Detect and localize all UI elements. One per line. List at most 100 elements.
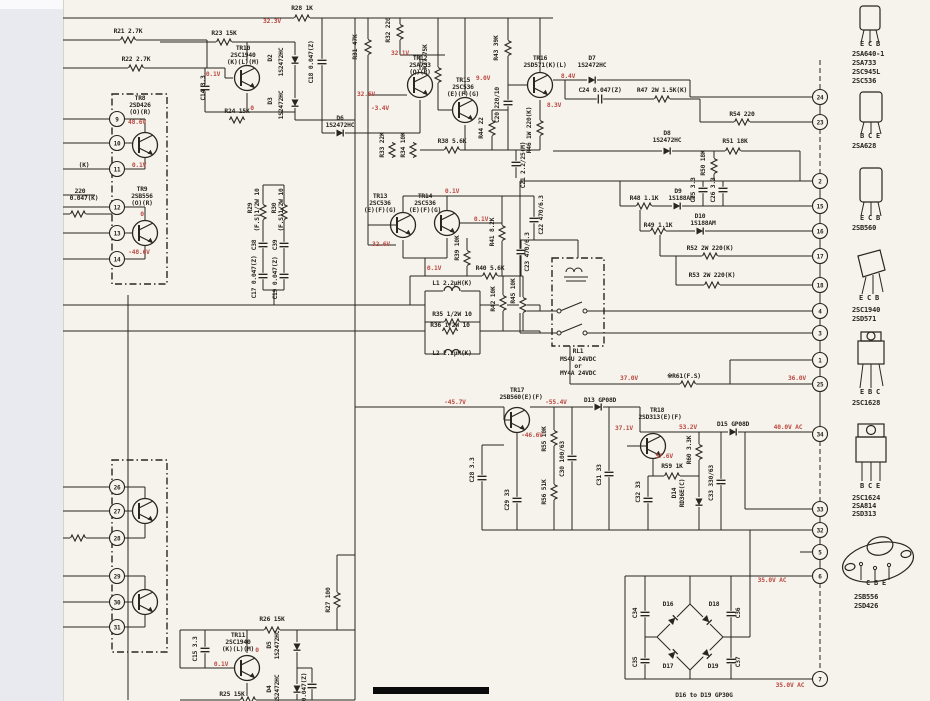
voltage-label: 0.1V [474,216,489,223]
resistor-symbol [549,430,559,446]
terminal-17: 17 [811,247,829,265]
resistor-symbol [734,117,750,127]
component-label: RD36E(C) [679,479,686,508]
component-label: R45 10K [510,278,517,304]
resistor-symbol [279,204,289,220]
component-label: 2SA733 [852,59,876,67]
capacitor-symbol [258,241,268,249]
resistor-symbol [216,37,232,47]
voltage-label: 36.0V [788,375,806,382]
component-label: C25 3.3 [690,177,697,203]
component-label: C30 100/63 [559,441,566,477]
voltage-label: 0.1V [206,71,221,78]
voltage-label: 32.1V [391,50,409,57]
component-label: (K) [79,162,90,169]
voltage-label: -3.4V [371,105,389,112]
terminal-32: 32 [811,521,829,539]
component-label: R37 75K [422,44,429,70]
component-label: C37 [735,656,742,667]
resistor-symbol [408,142,418,158]
voltage-label: 40.0V AC [774,424,803,431]
resistor-symbol [725,146,741,156]
resistor-symbol [387,142,397,158]
component-label: C20 220/10 [494,87,501,123]
terminal-24: 24 [811,88,829,106]
component-label: R59 1K [661,463,683,470]
component-label: (O)(R) [131,200,153,207]
component-label: C14 3.3 [200,75,207,101]
package-to92-2 [859,91,883,135]
diode-symbol [672,201,682,211]
transistor-symbol [639,432,667,460]
voltage-label: 35.0V AC [758,577,787,584]
component-label: ※R61(F.S) [667,372,701,380]
resistor-symbol [518,297,528,313]
component-label: C39 [272,239,279,250]
capacitor-symbol [258,272,268,280]
component-label: 1S188AM [668,195,694,202]
resistor-symbol [702,251,718,261]
component-label: R33 22K [379,132,386,158]
resistor-symbol [636,201,652,211]
terminal-9: 9 [108,110,126,128]
package-slab [857,249,886,295]
component-label: C34 [632,607,639,618]
terminal-23: 23 [811,113,829,131]
component-label: 2SB560(E)(F) [499,394,542,401]
package-to92-1 [859,5,881,44]
component-label: TR18 [650,407,665,414]
voltage-label: 8.4V [561,73,576,80]
component-label: R50 18K [700,150,707,176]
resistor-symbol [128,63,144,73]
terminal-15: 15 [811,197,829,215]
svg-text:4: 4 [818,308,822,315]
voltage-label: 37.1V [615,425,633,432]
component-label: R25 15K [219,691,245,698]
component-label: 2SD571(K)(L) [523,62,566,69]
component-label: D16 [663,601,674,608]
component-label: 2SA814 [852,502,876,510]
package-to220 [855,423,887,481]
component-label: (K)(L)(M) [222,646,254,653]
component-label: R27 100 [325,587,332,613]
voltage-label: 0 [140,211,144,218]
voltage-label: 0.1V [427,265,442,272]
diode-symbol [666,613,680,627]
transistor-symbol [526,71,554,99]
component-label: 2SB560 [852,224,876,232]
capacitor-symbol [604,470,614,478]
component-label: or [574,363,582,370]
inductor-symbol [443,348,461,356]
terminal-2: 2 [811,172,829,190]
capacitor-symbol [529,216,539,224]
svg-text:13: 13 [114,230,121,237]
component-label: R53 2W 220(K) [689,272,736,279]
component-label: D5 [266,641,273,649]
terminal-3: 3 [811,324,829,342]
terminal-11: 11 [108,160,126,178]
component-label: D18 [709,601,720,608]
component-label: TR16 [533,55,548,62]
transistor-symbol [503,406,531,434]
component-label: D17 [663,663,674,670]
component-label: 2SD426 [854,602,878,610]
svg-text:25: 25 [817,381,824,388]
component-label: D8 [663,130,671,137]
component-label: C26 3.3 [710,177,717,203]
voltage-label: 32.3V [263,18,281,25]
component-label: C19 0.047(Z) [272,256,279,299]
svg-text:9: 9 [115,116,119,123]
component-label: (F.S)1/2W 10 [254,188,261,232]
voltage-label: 32.6V [357,91,375,98]
component-label: R52 2W 220(K) [687,245,734,252]
terminal-16: 16 [811,222,829,240]
component-label: 2SD313(E)(F) [638,414,681,421]
component-label: C15 3.3 [192,636,199,662]
component-label: TR9 [137,186,148,193]
terminal-6: 6 [811,567,829,585]
scan-margin-top [0,0,63,9]
resistor-symbol [395,24,405,40]
terminal-31: 31 [108,618,126,636]
svg-text:28: 28 [114,535,121,542]
voltage-label: -55.4V [545,399,567,406]
